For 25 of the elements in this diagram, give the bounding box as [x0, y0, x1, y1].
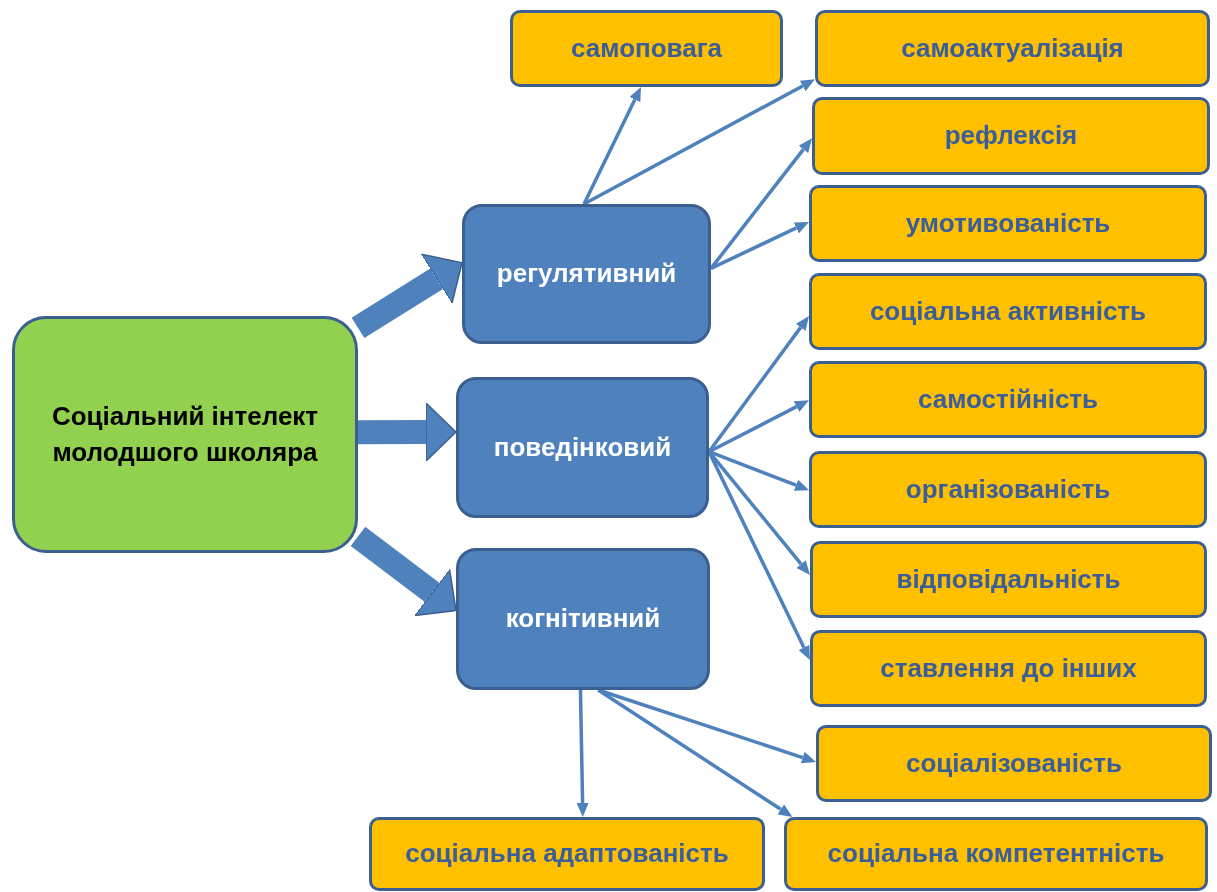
- arrow: [576, 689, 589, 817]
- trait-box: соціальна активність: [809, 273, 1207, 350]
- block-arrow: [358, 402, 457, 462]
- trait-box: умотивованість: [809, 185, 1207, 262]
- trait-box: соціальна адаптованість: [369, 817, 765, 891]
- trait-box: рефлексія: [812, 97, 1210, 175]
- arrow: [582, 87, 642, 205]
- arrow: [583, 79, 815, 206]
- trait-box: організованість: [809, 451, 1207, 528]
- trait-box: соціальна компетентність: [784, 817, 1208, 891]
- trait-box: самостійність: [809, 361, 1207, 438]
- block-arrow: [351, 253, 463, 338]
- category-box: регулятивний: [462, 204, 711, 344]
- concept-box: Соціальний інтелект молодшого школяра: [12, 316, 358, 553]
- arrow: [708, 450, 809, 491]
- trait-box: ставлення до інших: [810, 630, 1207, 707]
- arrow: [710, 221, 809, 270]
- trait-box: соціалізованість: [816, 725, 1212, 802]
- category-box: когнітивний: [456, 548, 710, 690]
- block-arrow: [350, 526, 457, 617]
- trait-box: відповідальність: [810, 541, 1207, 618]
- category-box: поведінковий: [456, 377, 709, 518]
- arrow: [708, 400, 809, 454]
- trait-box: самоповага: [510, 10, 783, 87]
- trait-box: самоактуалізація: [815, 10, 1210, 87]
